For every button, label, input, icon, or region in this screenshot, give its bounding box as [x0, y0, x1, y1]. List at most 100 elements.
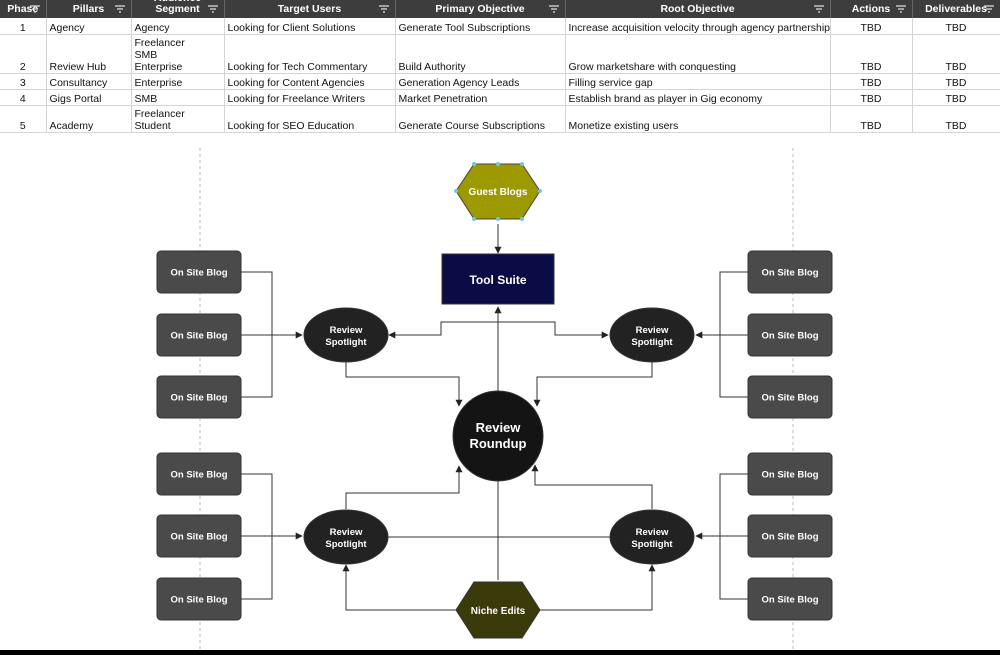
cell-users[interactable]: Looking for Tech Commentary — [224, 34, 396, 74]
cell-pillar[interactable]: Agency — [46, 18, 132, 35]
cell-text: Generate Tool Subscriptions — [398, 21, 531, 34]
cell-primary[interactable]: Generate Course Subscriptions — [395, 105, 566, 133]
cell-text: Looking for Tech Commentary — [227, 60, 368, 73]
cell-root[interactable]: Filling service gap — [565, 73, 831, 90]
cell-deliverables[interactable]: TBD — [912, 105, 1000, 133]
cell-actions[interactable]: TBD — [830, 18, 913, 35]
cell-actions[interactable]: TBD — [830, 34, 913, 74]
cell-phase[interactable]: 4 — [0, 89, 47, 106]
column-header-root-objective[interactable]: Root Objective — [565, 0, 831, 18]
cell-segment[interactable]: Agency — [131, 18, 225, 35]
tool-suite-node[interactable]: Tool Suite — [441, 253, 555, 305]
cell-root[interactable]: Increase acquisition velocity through ag… — [565, 18, 831, 35]
cell-pillar[interactable]: Consultancy — [46, 73, 132, 90]
column-header-actions[interactable]: Actions — [830, 0, 913, 18]
on-site-blog-node[interactable]: On Site Blog — [747, 577, 833, 621]
on-site-blog-node[interactable]: On Site Blog — [156, 452, 242, 496]
review-spotlight-label-line2: Spotlight — [325, 337, 367, 348]
niche-edits-node[interactable]: Niche Edits — [455, 581, 541, 639]
filter-icon[interactable] — [548, 5, 559, 13]
on-site-blog-node[interactable]: On Site Blog — [747, 375, 833, 419]
cell-deliverables[interactable]: TBD — [912, 34, 1000, 74]
cell-primary[interactable]: Market Penetration — [395, 89, 566, 106]
cell-phase[interactable]: 2 — [0, 34, 47, 74]
cell-segment[interactable]: SMB — [131, 89, 225, 106]
connector — [241, 473, 273, 600]
cell-users[interactable]: Looking for SEO Education — [224, 105, 396, 133]
niche-edits-hexagon — [455, 581, 541, 639]
cell-users[interactable]: Looking for Content Agencies — [224, 73, 396, 90]
cell-text: 3 — [19, 76, 26, 89]
column-header-audience-segment[interactable]: Audience Segment — [131, 0, 225, 18]
cell-root[interactable]: Monetize existing users — [565, 105, 831, 133]
cell-primary[interactable]: Generation Agency Leads — [395, 73, 566, 90]
cell-deliverables[interactable]: TBD — [912, 18, 1000, 35]
cell-pillar[interactable]: Academy — [46, 105, 132, 133]
column-header-pillars[interactable]: Pillars — [46, 0, 132, 18]
cell-pillar[interactable]: Gigs Portal — [46, 89, 132, 106]
cell-primary[interactable]: Generate Tool Subscriptions — [395, 18, 566, 35]
cell-actions[interactable]: TBD — [830, 105, 913, 133]
cell-users[interactable]: Looking for Freelance Writers — [224, 89, 396, 106]
on-site-blog-node[interactable]: On Site Blog — [156, 375, 242, 419]
cell-phase[interactable]: 5 — [0, 105, 47, 133]
on-site-blog-node[interactable]: On Site Blog — [156, 514, 242, 558]
cell-users[interactable]: Looking for Client Solutions — [224, 18, 396, 35]
cell-phase[interactable]: 1 — [0, 18, 47, 35]
selection-handles — [454, 162, 542, 221]
cell-deliverables[interactable]: TBD — [912, 89, 1000, 106]
review-spotlight-label-line1: Review — [636, 325, 669, 336]
cell-phase[interactable]: 3 — [0, 73, 47, 90]
filter-icon[interactable] — [813, 5, 824, 13]
connectors — [241, 224, 749, 611]
filter-icon[interactable] — [378, 5, 389, 13]
on-site-blog-node[interactable]: On Site Blog — [156, 577, 242, 621]
cell-root[interactable]: Grow marketshare with conquesting — [565, 34, 831, 74]
cell-primary[interactable]: Build Authority — [395, 34, 566, 74]
segment-line: SMB — [134, 48, 158, 61]
on-site-blog-box — [747, 514, 833, 558]
on-site-blog-label: On Site Blog — [171, 331, 228, 342]
cell-text: Gigs Portal — [49, 92, 102, 105]
on-site-blog-label: On Site Blog — [762, 393, 819, 404]
on-site-blog-node[interactable]: On Site Blog — [747, 452, 833, 496]
on-site-blog-node[interactable]: On Site Blog — [747, 250, 833, 294]
cell-actions[interactable]: TBD — [830, 89, 913, 106]
on-site-blog-node[interactable]: On Site Blog — [747, 313, 833, 357]
cell-text: Grow marketshare with conquesting — [568, 60, 737, 73]
on-site-blog-node[interactable]: On Site Blog — [156, 250, 242, 294]
filter-icon[interactable] — [983, 5, 994, 13]
on-site-blog-box — [156, 514, 242, 558]
on-site-blog-label: On Site Blog — [762, 532, 819, 543]
cell-segment[interactable]: Enterprise — [131, 73, 225, 90]
on-site-blog-label: On Site Blog — [762, 595, 819, 606]
filter-icon[interactable] — [114, 5, 125, 13]
on-site-blog-box — [747, 375, 833, 419]
column-header-primary-objective[interactable]: Primary Objective — [395, 0, 566, 18]
review-spotlight-ellipse — [609, 509, 695, 565]
cell-text: TBD — [945, 76, 967, 89]
cell-text: Filling service gap — [568, 76, 653, 89]
cell-pillar[interactable]: Review Hub — [46, 34, 132, 74]
filter-icon[interactable] — [207, 5, 218, 13]
cell-deliverables[interactable]: TBD — [912, 73, 1000, 90]
column-header-deliverables[interactable]: Deliverables — [912, 0, 1000, 18]
cell-actions[interactable]: TBD — [830, 73, 913, 90]
column-header-label: Audience Segment — [154, 0, 201, 15]
on-site-blog-node[interactable]: On Site Blog — [747, 514, 833, 558]
column-header-target-users[interactable]: Target Users — [224, 0, 396, 18]
on-site-blog-label: On Site Blog — [171, 268, 228, 279]
filter-icon[interactable] — [895, 5, 906, 13]
column-header-phase[interactable]: Phase — [0, 0, 47, 18]
on-site-blog-node[interactable]: On Site Blog — [156, 313, 242, 357]
cell-root[interactable]: Establish brand as player in Gig economy — [565, 89, 831, 106]
filter-icon[interactable] — [29, 5, 40, 13]
guest-blogs-node[interactable]: Guest Blogs — [454, 162, 542, 221]
review-roundup-node[interactable]: Review Roundup — [452, 390, 544, 482]
